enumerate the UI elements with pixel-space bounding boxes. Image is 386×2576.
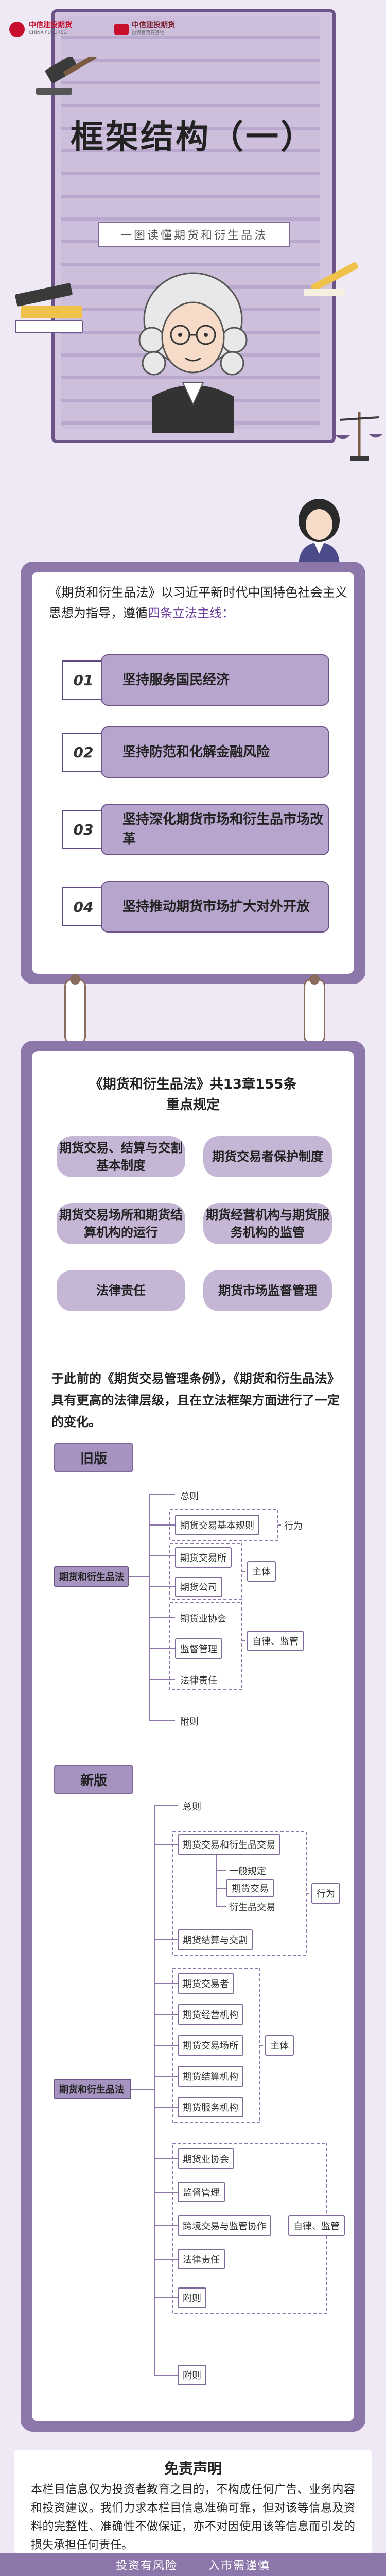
binder-ring	[64, 974, 86, 1044]
principle-item: 04 坚持推动期货市场扩大对外开放	[62, 881, 329, 933]
footer-caution-text: 入市需谨慎	[208, 2559, 271, 2572]
page-subtitle: 一图读懂期货和衍生品法	[98, 222, 290, 247]
principle-item: 02 坚持防范和化解金融风险	[62, 726, 329, 778]
brand-name-cn: 中信建投期货	[29, 21, 72, 29]
disclaimer-card	[14, 2450, 372, 2553]
principle-number: 02	[62, 733, 105, 772]
brand-name-cn: 中信建投期货	[132, 21, 175, 29]
principle-number: 04	[62, 887, 105, 926]
key-provision-tag: 期货交易、结算与交割基本制度	[57, 1136, 185, 1177]
comparison-paragraph: 于此前的《期货交易管理条例》，《期货和衍生品法》具有更高的法律层级，且在立法框架…	[51, 1371, 340, 1429]
principle-number: 01	[62, 660, 105, 700]
binder-ring	[304, 974, 325, 1044]
key-provision-tag: 法律责任	[57, 1270, 185, 1311]
brand-mark-icon	[9, 22, 25, 37]
footer-risk-text: 投资有风险	[115, 2559, 178, 2572]
intro-paragraph: 《期货和衍生品法》以习近平新时代中国特色社会主义思想为指导，遵循四条立法主线：	[49, 585, 347, 620]
footer-bar: 投资有风险 入市需谨慎	[0, 2553, 386, 2576]
brand-logo-right: 中信建投期货 投资者教育基地	[114, 22, 175, 37]
disclaimer-title: 免责声明	[164, 2460, 222, 2477]
brand-logo-left: 中信建投期货 CHINA FUTURES	[9, 22, 72, 37]
books-icon	[15, 283, 83, 333]
pen-icon	[304, 262, 358, 296]
brand-name-en: CHINA FUTURES	[29, 30, 66, 36]
disclaimer-text: 本栏目信息仅为投资者教育之目的，不构成任何广告、业务内容和投资建议。我们力求本栏…	[31, 2483, 355, 2552]
new-version-label: 新版	[54, 1765, 133, 1794]
page-title: 框架结构（一）	[71, 118, 315, 157]
woman-avatar-icon	[299, 499, 340, 567]
brand-mark-icon	[114, 24, 129, 35]
intro-highlight: 四条立法主线：	[148, 606, 234, 620]
detail-heading: 《期货和衍生品法》共13章155条 重点规定	[89, 1077, 297, 1113]
key-provision-tag: 期货交易者保护制度	[203, 1136, 332, 1177]
principle-item: 01 坚持服务国民经济	[62, 654, 329, 706]
key-provision-tag: 期货交易场所和期货结算机构的运行	[57, 1203, 185, 1244]
judge-illustration	[138, 272, 248, 433]
principle-number: 03	[62, 810, 105, 849]
principle-label: 坚持深化期货市场和衍生品市场改革	[101, 804, 329, 855]
key-provision-tag: 期货市场监督管理	[203, 1270, 332, 1311]
scale-icon	[336, 412, 383, 461]
principle-label: 坚持推动期货市场扩大对外开放	[101, 881, 329, 933]
principle-label: 坚持防范和化解金融风险	[101, 726, 329, 778]
brand-name-sub: 投资者教育基地	[132, 30, 165, 36]
gavel-icon	[36, 57, 97, 95]
detail-panel-inner	[32, 1051, 354, 2421]
principle-item: 03 坚持深化期货市场和衍生品市场改革	[62, 804, 329, 855]
old-version-label: 旧版	[54, 1443, 133, 1472]
key-provision-tag: 期货经营机构与期货服务机构的监管	[203, 1203, 332, 1244]
principle-label: 坚持服务国民经济	[101, 654, 329, 706]
